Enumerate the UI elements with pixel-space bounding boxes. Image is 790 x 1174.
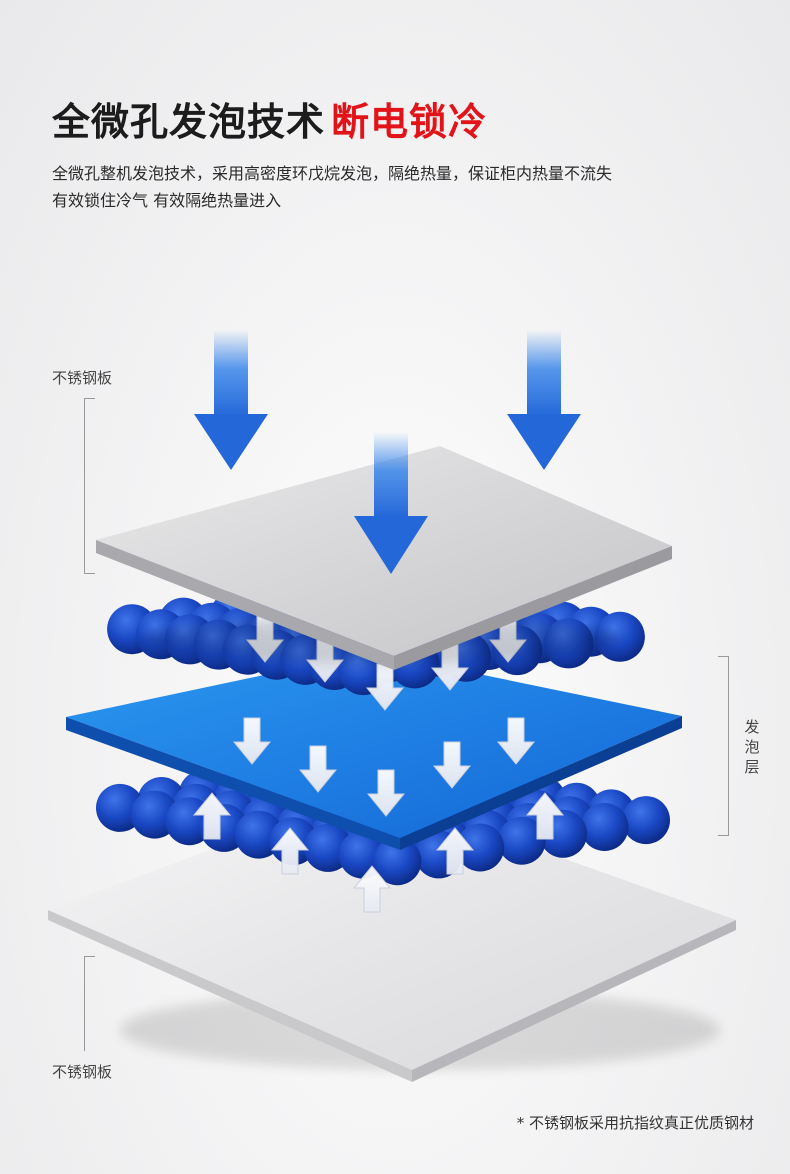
page-title: 全微孔发泡技术断电锁冷: [52, 98, 487, 146]
foam-ball: [594, 611, 645, 662]
foam-ball: [622, 796, 670, 845]
white-arrow-up: [435, 827, 475, 875]
bracket-top-plate: [84, 398, 95, 574]
cold-air-arrow-left: [194, 330, 268, 470]
white-arrow-up: [525, 792, 565, 840]
white-arrow-down: [232, 717, 272, 765]
white-arrow-up: [352, 865, 392, 913]
foam-ball: [456, 823, 505, 872]
bracket-foam-layer: [718, 656, 729, 836]
white-arrow-down: [496, 717, 536, 765]
description-line-2: 有效锁住冷气 有效隔绝热量进入: [52, 191, 282, 210]
description-line-1: 全微孔整机发泡技术，采用高密度环戊烷发泡，隔绝热量，保证柜内热量不流失: [52, 164, 613, 183]
white-arrow-down: [298, 745, 338, 793]
label-foam-layer: 发泡层: [744, 718, 760, 776]
label-bottom-steel-plate: 不锈钢板: [52, 1063, 113, 1081]
white-arrow-down: [432, 741, 472, 789]
foam-ball: [497, 816, 546, 865]
bottom-steel-plate: [48, 790, 736, 1082]
bracket-bottom-plate: [84, 956, 95, 1051]
foam-ball: [580, 803, 629, 851]
foam-sheet: [66, 652, 682, 850]
cold-air-arrow-right: [507, 330, 581, 470]
heat-block-arrows-up: [192, 792, 565, 913]
cold-air-arrow-center: [354, 432, 428, 574]
white-arrow-up: [192, 792, 232, 840]
title-main: 全微孔发泡技术: [52, 100, 326, 144]
white-arrow-down: [366, 769, 406, 817]
description: 全微孔整机发泡技术，采用高密度环戊烷发泡，隔绝热量，保证柜内热量不流失 有效锁住…: [52, 160, 612, 214]
label-top-steel-plate: 不锈钢板: [52, 369, 113, 387]
foam-ball: [373, 837, 422, 886]
white-arrow-up: [270, 827, 310, 875]
footnote: * 不锈钢板采用抗指纹真正优质钢材: [516, 1114, 754, 1132]
title-accent: 断电锁冷: [331, 100, 488, 144]
